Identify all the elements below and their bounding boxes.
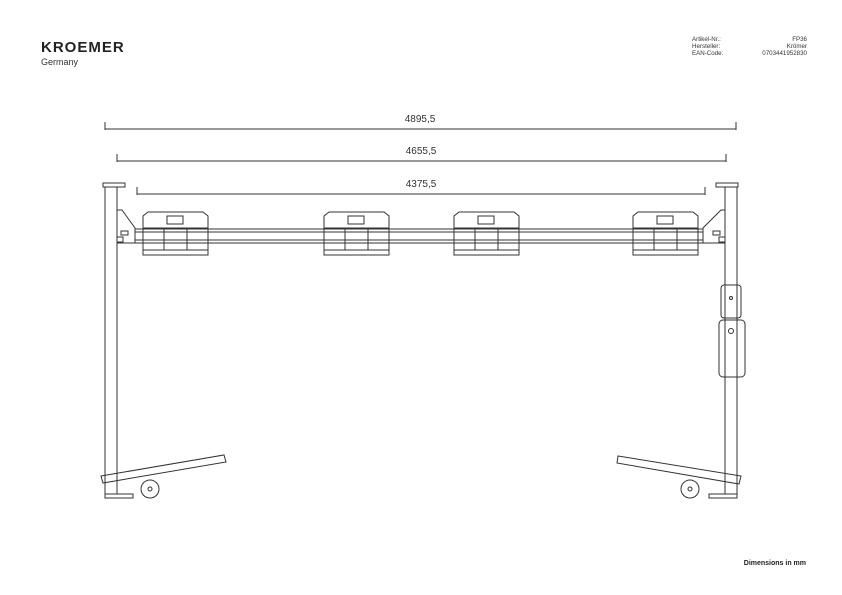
heater-unit [632,211,699,256]
dimension-overall: 4895,5 [404,114,436,125]
meta-value: Krömer [786,43,807,50]
dimension-posts: 4655,5 [405,146,437,157]
left-post [100,182,227,499]
product-meta: Artikel-Nr.: FP36 Hersteller: Krömer EAN-C… [692,36,807,57]
brand-logo: KROEMER [41,39,125,56]
meta-row-manufacturer: Hersteller: Krömer [692,43,807,50]
heater-unit [142,211,209,256]
meta-value: FP36 [792,36,807,43]
right-post [616,182,746,499]
dimension-lines [104,122,737,195]
heaters [142,211,699,256]
heater-unit [323,211,390,256]
heater-unit [453,211,520,256]
controller-box [720,284,742,319]
dimension-heaters: 4375,5 [405,179,437,190]
units-note: Dimensions in mm [743,560,806,567]
meta-label: Artikel-Nr.: [692,36,721,43]
beam [135,228,703,244]
meta-row-article: Artikel-Nr.: FP36 [692,36,807,43]
meta-value: 0703441952830 [762,50,807,57]
meta-label: EAN-Code: [692,50,724,57]
power-box [718,319,746,378]
brand-country: Germany [41,57,79,67]
meta-row-ean: EAN-Code: 0703441952830 [692,50,807,57]
meta-label: Hersteller: [692,43,721,50]
